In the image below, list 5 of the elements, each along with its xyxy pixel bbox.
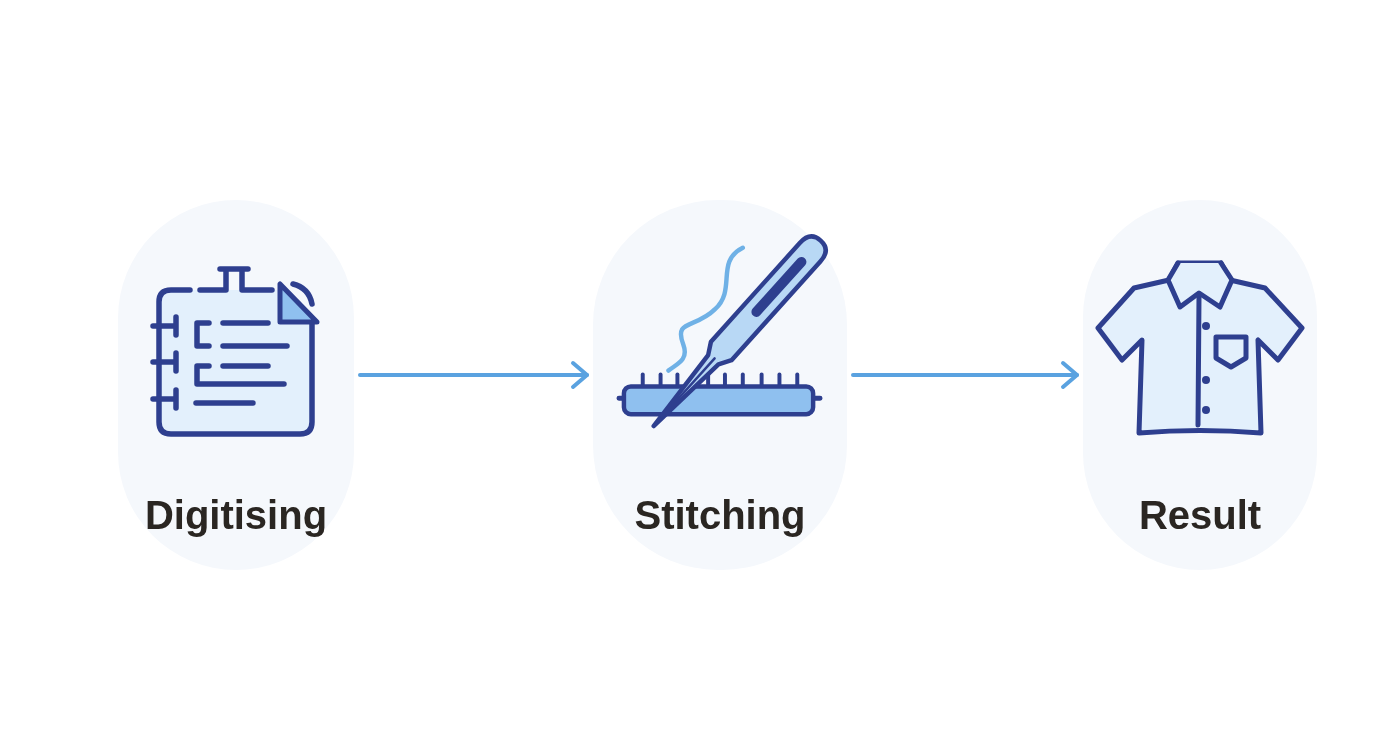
step-caption: Digitising bbox=[144, 492, 328, 538]
arrow bbox=[851, 361, 1079, 389]
arrow bbox=[358, 361, 589, 389]
step-caption: Result bbox=[1138, 492, 1262, 538]
step-caption: Stitching bbox=[634, 492, 806, 538]
